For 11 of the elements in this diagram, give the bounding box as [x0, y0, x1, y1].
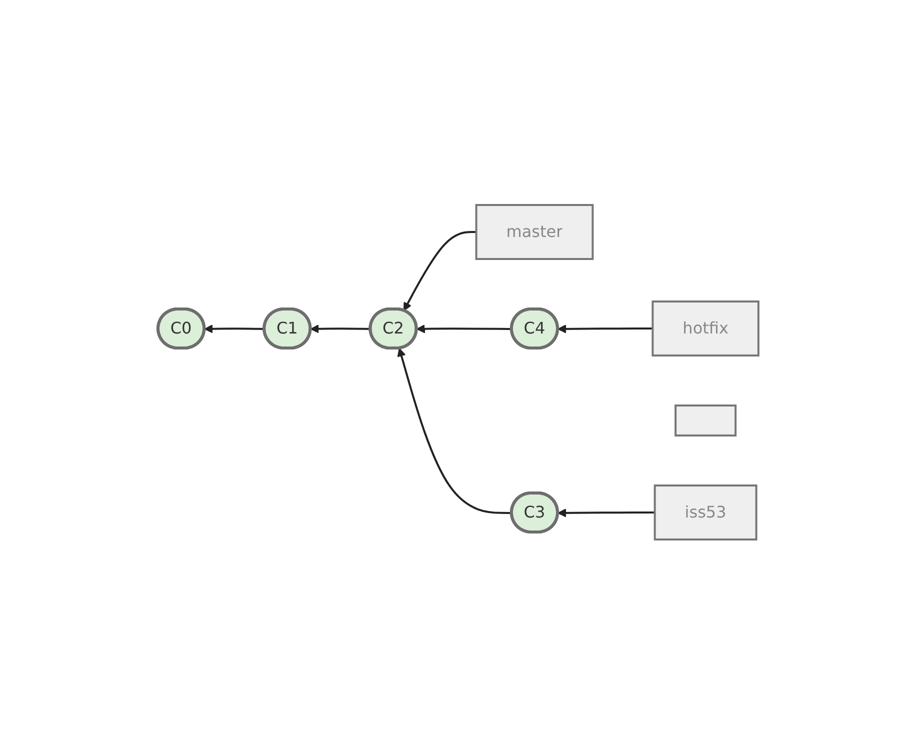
node-box	[674, 404, 737, 436]
arrow	[558, 324, 653, 334]
arrow	[404, 230, 477, 311]
node-box: iss53	[654, 484, 758, 540]
arrow	[310, 324, 371, 333]
arrow	[398, 348, 512, 514]
arrow	[204, 324, 265, 333]
node-box: master	[476, 204, 594, 260]
arrow	[416, 324, 512, 333]
arrow	[558, 508, 656, 518]
node-box: hotfix	[652, 300, 760, 356]
